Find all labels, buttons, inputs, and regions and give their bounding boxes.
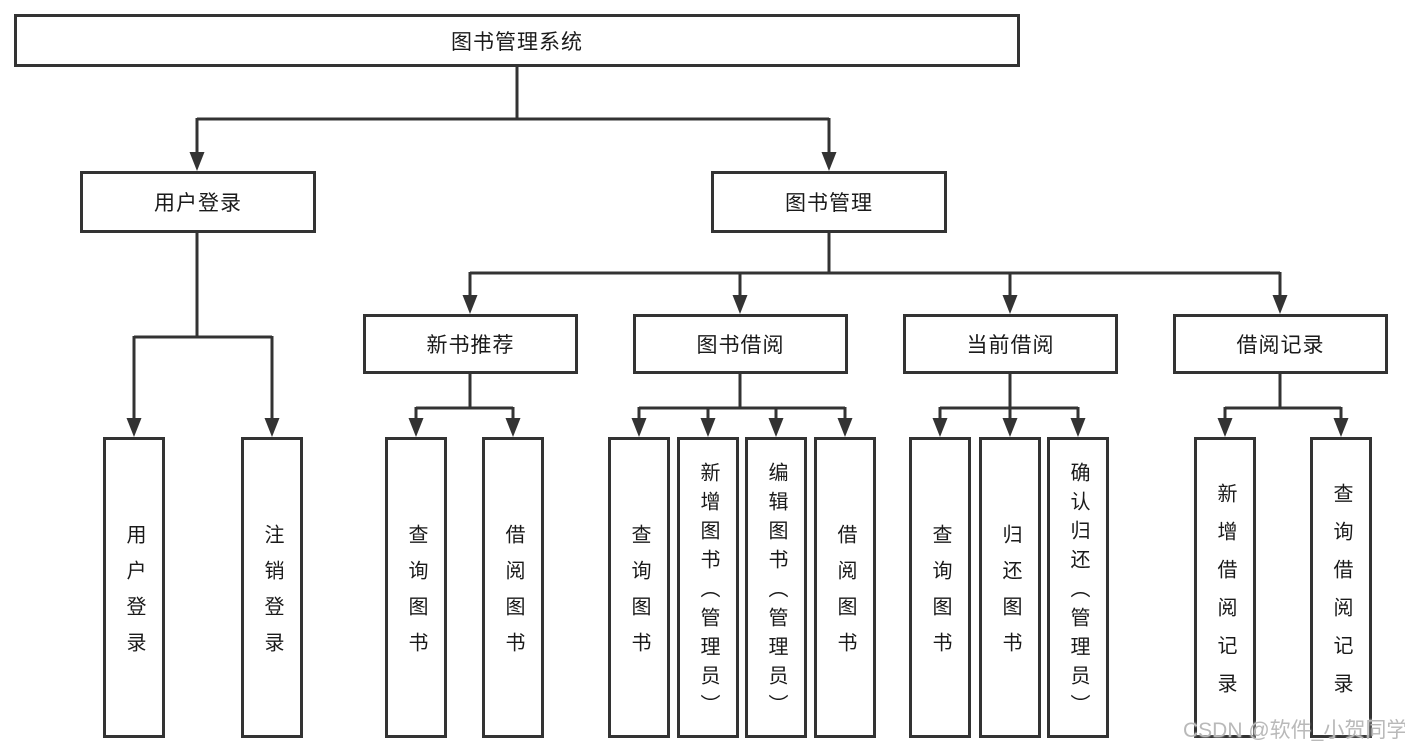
leaf-edit-book-admin: 编辑图书（管理员） [745,437,807,738]
node-user-login: 用户登录 [80,171,316,233]
leaf-user-login: 用户登录 [103,437,165,738]
leaf-return-book: 归还图书 [979,437,1041,738]
node-user-login-label: 用户登录 [154,192,242,215]
connector-lines [132,66,1343,420]
node-root-label: 图书管理系统 [451,30,583,54]
leaf-confirm-return-admin: 确认归还（管理员） [1047,437,1109,738]
leaf-query-borrow-record-label: 查询借阅记录 [1330,482,1352,711]
leaf-user-login-label: 用户登录 [123,523,145,668]
leaf-query-books-1-label: 查询图书 [405,523,427,668]
leaf-borrow-books-2-label: 借阅图书 [834,523,856,668]
leaf-query-books-1: 查询图书 [385,437,447,738]
node-book-borrow: 图书借阅 [633,314,848,374]
node-current-borrow-label: 当前借阅 [966,334,1055,357]
leaf-add-book-admin: 新增图书（管理员） [677,437,739,738]
leaf-borrow-books-1: 借阅图书 [482,437,544,738]
leaf-query-borrow-record: 查询借阅记录 [1310,437,1372,738]
leaf-add-borrow-record-label: 新增借阅记录 [1214,482,1236,711]
leaf-edit-book-admin-label: 编辑图书（管理员） [765,461,787,723]
leaf-return-book-label: 归还图书 [999,523,1021,668]
leaf-logout: 注销登录 [241,437,303,738]
watermark: CSDN @软件_小贺同学 [1183,719,1405,742]
leaf-query-books-2: 查询图书 [608,437,670,738]
leaf-borrow-books-1-label: 借阅图书 [502,523,524,668]
leaf-query-books-3: 查询图书 [909,437,971,738]
leaf-add-borrow-record: 新增借阅记录 [1194,437,1256,738]
node-book-borrow-label: 图书借阅 [696,334,785,357]
leaf-add-book-admin-label: 新增图书（管理员） [697,461,719,723]
node-new-book-recommend-label: 新书推荐 [426,334,515,357]
node-borrow-records-label: 借阅记录 [1236,334,1325,357]
leaf-confirm-return-admin-label: 确认归还（管理员） [1067,461,1089,723]
arrowhead-icons [126,152,1349,437]
node-current-borrow: 当前借阅 [903,314,1118,374]
node-borrow-records: 借阅记录 [1173,314,1388,374]
leaf-logout-label: 注销登录 [261,523,283,668]
leaf-borrow-books-2: 借阅图书 [814,437,876,738]
node-book-management: 图书管理 [711,171,947,233]
node-root: 图书管理系统 [14,14,1020,67]
leaf-query-books-2-label: 查询图书 [628,523,650,668]
node-book-management-label: 图书管理 [785,192,873,215]
node-new-book-recommend: 新书推荐 [363,314,578,374]
leaf-query-books-3-label: 查询图书 [929,523,951,668]
